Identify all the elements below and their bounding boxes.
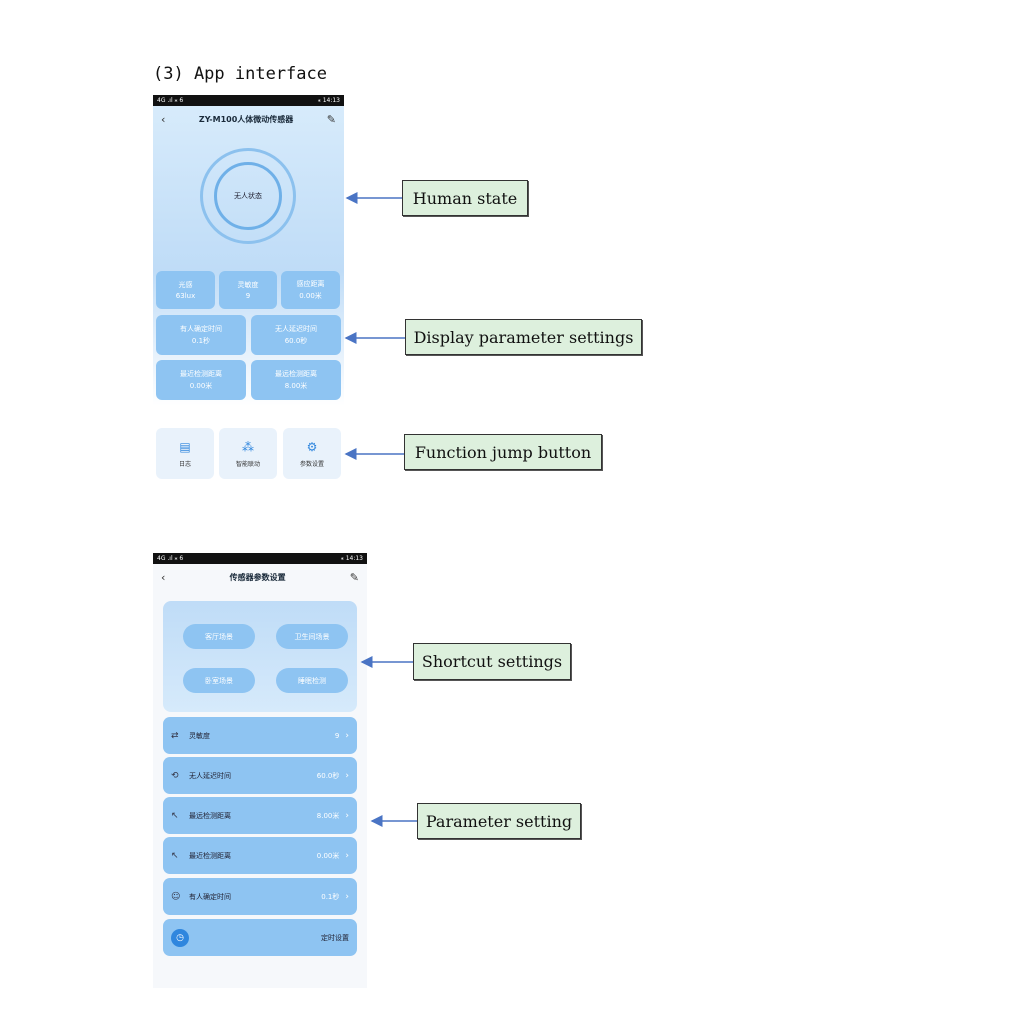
tile-label: 无人延迟时间 (275, 325, 317, 333)
gear-icon: ⚙ (306, 440, 318, 454)
setting-row-farthest-distance[interactable]: ↖ 最远检测距离 8.00米 › (163, 797, 357, 834)
setting-value: 8.00米 (316, 811, 340, 820)
setting-value: 0.00米 (316, 851, 340, 860)
function-label: 参数设置 (299, 461, 324, 468)
status-left: 4G .ıl ⁎ 6 (157, 555, 184, 562)
chevron-right-icon: › (345, 770, 349, 781)
setting-label: 无人延迟时间 (189, 771, 231, 780)
section-heading: (3) App interface (153, 64, 327, 84)
tile-label: 最远检测距离 (275, 370, 317, 378)
status-bar: 4G .ıl ⁎ 6 ⁎ 14:13 (153, 95, 344, 106)
callout-function-jump: Function jump button (404, 434, 602, 470)
setting-label: 有人确定时间 (189, 892, 231, 901)
distance-icon: ↖ (171, 850, 179, 861)
tile-presence-confirm-time[interactable]: 有人确定时间 0.1秒 (156, 315, 246, 355)
function-label: 日志 (178, 461, 191, 468)
chevron-right-icon: › (345, 730, 349, 741)
chevron-right-icon: › (345, 891, 349, 902)
timer-icon: ◷ (171, 928, 189, 947)
callout-parameter: Parameter setting (417, 803, 581, 839)
tile-detect-distance[interactable]: 感应距离 0.00米 (281, 271, 340, 309)
function-settings-button[interactable]: ⚙ 参数设置 (283, 428, 341, 479)
edit-icon[interactable]: ✎ (349, 570, 359, 584)
tile-label: 感应距离 (296, 280, 325, 288)
status-left: 4G .ıl ⁎ 6 (157, 97, 184, 104)
chevron-right-icon: › (345, 810, 349, 821)
tile-value: 0.00米 (189, 382, 213, 390)
setting-row-sensitivity[interactable]: ⇄ 灵敏度 9 › (163, 717, 357, 754)
human-state-label: 无人状态 (234, 192, 262, 200)
tile-value: 0.1秒 (191, 337, 211, 345)
tile-value: 9 (245, 292, 251, 300)
tile-label: 灵敏度 (237, 281, 259, 289)
scene-living-room-button[interactable]: 客厅场景 (183, 624, 255, 649)
sensor-main-screen: 4G .ıl ⁎ 6 ⁎ 14:13 ‹ ZY-M100人体微动传感器 ✎ 无人… (153, 95, 344, 485)
sensor-settings-screen: 4G .ıl ⁎ 6 ⁎ 14:13 ‹ 传感器参数设置 ✎ 客厅场景 卫生间场… (153, 553, 367, 988)
setting-label: 灵敏度 (189, 731, 210, 740)
scene-bathroom-button[interactable]: 卫生间场景 (276, 624, 348, 649)
setting-value: 0.1秒 (321, 892, 340, 901)
back-icon[interactable]: ‹ (161, 570, 166, 584)
distance-icon: ↖ (171, 810, 179, 821)
timer-label: 定时设置 (321, 933, 349, 942)
setting-value: 60.0秒 (316, 771, 340, 780)
tile-value: 0.00米 (299, 292, 322, 300)
tile-value: 60.0秒 (284, 337, 308, 345)
tile-value: 63lux (175, 292, 196, 300)
setting-label: 最近检测距离 (189, 851, 231, 860)
status-bar: 4G .ıl ⁎ 6 ⁎ 14:13 (153, 553, 367, 564)
status-right: ⁎ 14:13 (317, 97, 340, 104)
edit-icon[interactable]: ✎ (326, 112, 336, 126)
sliders-icon: ⇄ (171, 730, 179, 741)
tile-label: 最近检测距离 (180, 370, 222, 378)
sleep-detection-button[interactable]: 睡眠检测 (276, 668, 348, 693)
status-right: ⁎ 14:13 (340, 555, 363, 562)
function-log-button[interactable]: ▤ 日志 (156, 428, 214, 479)
setting-row-absence-delay[interactable]: ⟲ 无人延迟时间 60.0秒 › (163, 757, 357, 794)
tile-sensitivity[interactable]: 灵敏度 9 (219, 271, 277, 309)
back-icon[interactable]: ‹ (161, 112, 166, 126)
callout-display-params: Display parameter settings (405, 319, 642, 355)
person-icon: ☺ (171, 891, 181, 902)
top-bar: ‹ ZY-M100人体微动传感器 ✎ (153, 106, 344, 132)
function-label: 智能联动 (235, 461, 260, 468)
chevron-right-icon: › (345, 850, 349, 861)
page-title: 传感器参数设置 (229, 572, 286, 582)
setting-row-presence-confirm[interactable]: ☺ 有人确定时间 0.1秒 › (163, 878, 357, 915)
tile-light[interactable]: 光感 63lux (156, 271, 215, 309)
function-linkage-button[interactable]: ⁂ 智能联动 (219, 428, 277, 479)
callout-shortcut: Shortcut settings (413, 643, 571, 680)
setting-label: 最远检测距离 (189, 811, 231, 820)
loop-icon: ⟲ (171, 770, 179, 781)
scene-shortcut-panel: 客厅场景 卫生间场景 卧室场景 睡眠检测 (163, 601, 357, 712)
page-title: ZY-M100人体微动传感器 (198, 114, 294, 124)
human-state-inner-ring: 无人状态 (214, 162, 282, 230)
tile-label: 光感 (178, 281, 193, 289)
human-state-ring: 无人状态 (200, 148, 296, 244)
tile-value: 8.00米 (284, 382, 308, 390)
scene-bedroom-button[interactable]: 卧室场景 (183, 668, 255, 693)
callout-human-state: Human state (402, 180, 528, 216)
setting-row-nearest-distance[interactable]: ↖ 最近检测距离 0.00米 › (163, 837, 357, 874)
tile-farthest-distance[interactable]: 最远检测距离 8.00米 (251, 360, 341, 400)
tile-nearest-distance[interactable]: 最近检测距离 0.00米 (156, 360, 246, 400)
tile-absence-delay-time[interactable]: 无人延迟时间 60.0秒 (251, 315, 341, 355)
timer-settings-row[interactable]: ◷ 定时设置 (163, 919, 357, 956)
log-icon: ▤ (179, 440, 191, 454)
setting-value: 9 (334, 731, 340, 740)
top-bar: ‹ 传感器参数设置 ✎ (153, 564, 367, 590)
linkage-icon: ⁂ (242, 440, 254, 454)
tile-label: 有人确定时间 (180, 325, 222, 333)
